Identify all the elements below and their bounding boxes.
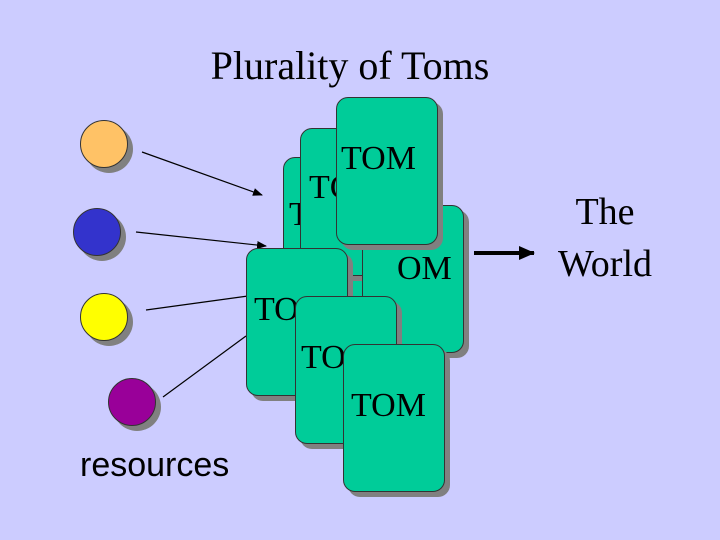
tom-card-label: TOM xyxy=(341,140,416,177)
resource-circle-orange xyxy=(80,120,128,168)
tom-card-7: TOM xyxy=(343,344,445,492)
line-yellow-to-tom xyxy=(145,295,249,311)
resource-circle-blue xyxy=(73,208,121,256)
resource-circle-yellow xyxy=(80,293,128,341)
tom-card-label: OM xyxy=(397,250,452,287)
arrow-orange-to-tom xyxy=(141,151,263,196)
arrow-blue-to-tom xyxy=(135,231,267,250)
resources-label: resources xyxy=(80,446,230,484)
tom-card-label: TOM xyxy=(351,387,426,424)
line-purple-to-tom xyxy=(162,335,247,398)
page-title: Plurality of Toms xyxy=(210,43,490,88)
tom-card-label: TO xyxy=(254,291,299,328)
tom-card-label: TO xyxy=(301,339,346,376)
world-label-line2: World xyxy=(557,243,653,285)
world-label: The World xyxy=(540,186,670,290)
world-label-line1: The xyxy=(575,191,635,233)
tom-card-3: TOM xyxy=(336,97,438,245)
resource-circle-purple xyxy=(108,378,156,426)
